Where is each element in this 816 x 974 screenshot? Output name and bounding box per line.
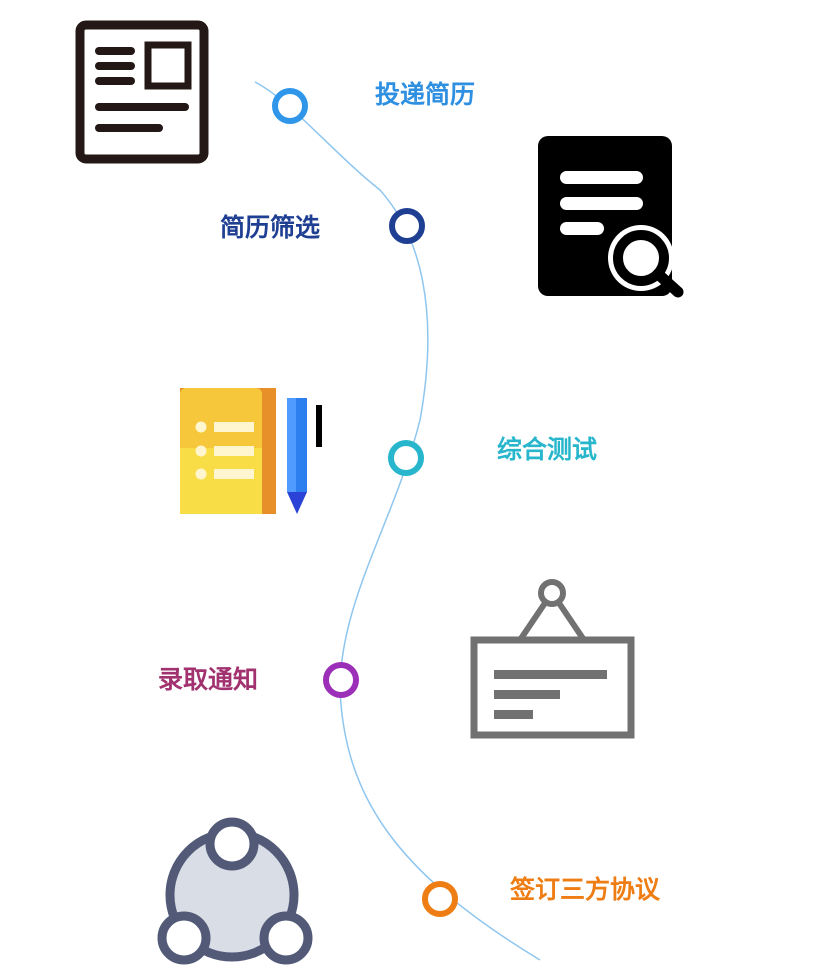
step-node-2 [389,208,425,244]
step-label-5: 签订三方协议 [509,875,661,904]
step-label-2: 简历筛选 [220,213,320,242]
process-path [254,81,541,961]
notice-board-icon [470,579,635,739]
step-node-5 [422,881,458,917]
step-label-3: 综合测试 [497,435,597,464]
three-party-agreement-icon [157,817,313,965]
step-label-1: 投递简历 [375,80,475,109]
step-node-4 [323,662,359,698]
step-label-4: 录取通知 [158,665,258,694]
resume-search-icon [538,136,684,298]
step-node-1 [272,88,308,124]
test-paper-pencil-icon [180,388,322,514]
step-node-3 [388,440,424,476]
resume-document-icon [75,20,209,164]
